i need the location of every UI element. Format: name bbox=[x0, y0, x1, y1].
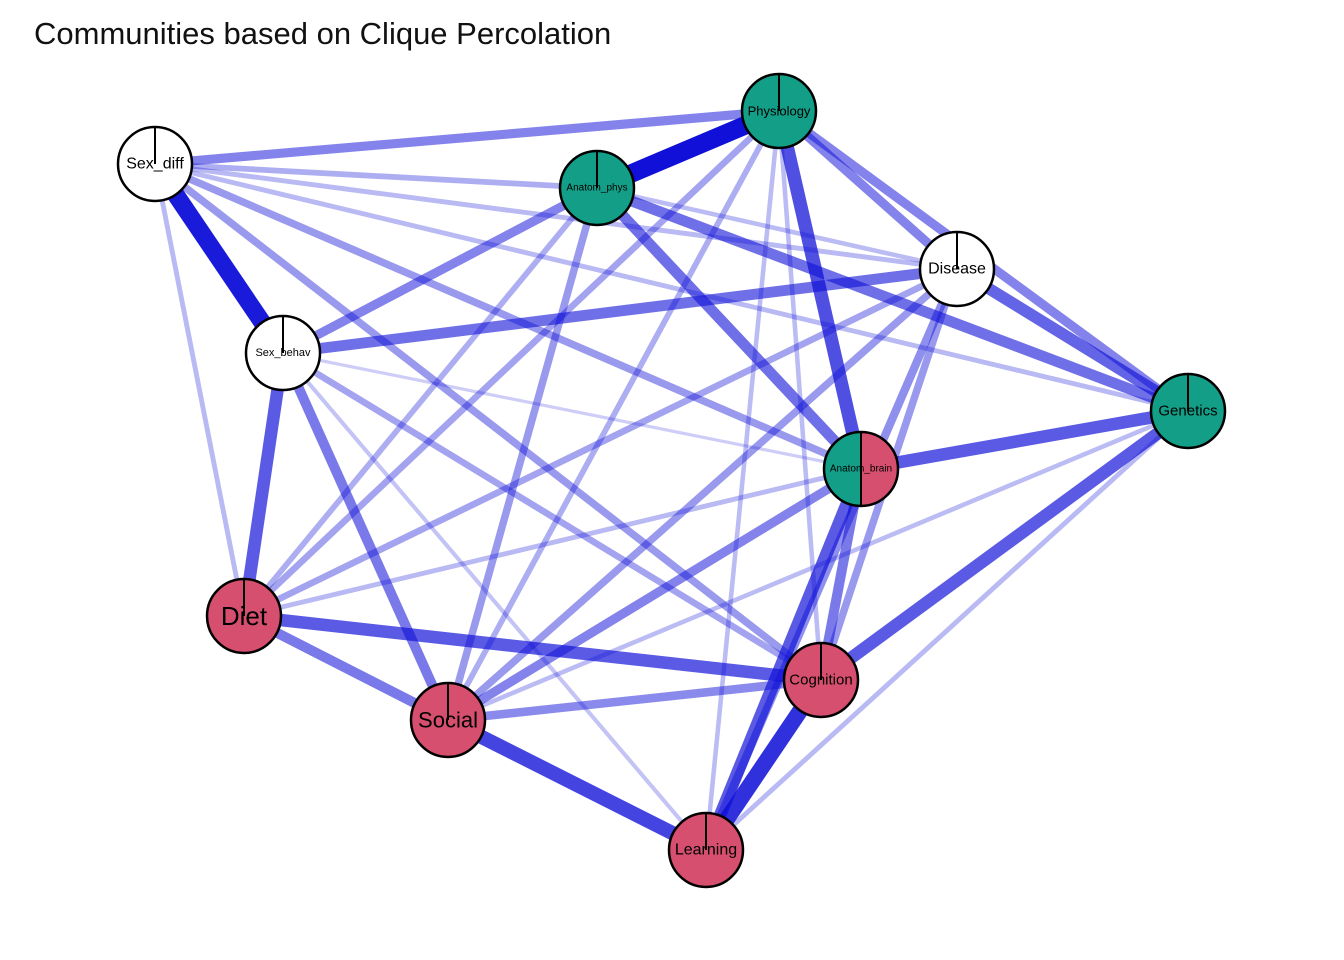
edge-layer bbox=[147, 102, 1192, 857]
node-learning-border bbox=[667, 811, 745, 889]
edge-sex_diff-cognition bbox=[152, 161, 824, 683]
edge-physiology-diet bbox=[241, 108, 782, 619]
node-label-anatom_phys: Anatom_phys bbox=[566, 183, 627, 194]
edge-sex_behav-anatom_brain bbox=[282, 351, 862, 471]
edge-sex_diff-physiology bbox=[154, 106, 780, 169]
edge-sex_diff-anatom_brain bbox=[153, 160, 863, 473]
node-label-anatom_brain: Anatom_brain bbox=[830, 464, 892, 475]
edge-anatom_phys-anatom_brain bbox=[593, 184, 865, 473]
node-label-sex_diff: Sex_diff bbox=[126, 156, 184, 173]
node-anatom_phys: Anatom_phys bbox=[558, 149, 636, 227]
node-anatom_brain-slice-red bbox=[861, 432, 898, 506]
node-label-physiology: Physiology bbox=[748, 104, 811, 119]
node-anatom_phys-border bbox=[558, 149, 636, 227]
edge-sex_diff-diet bbox=[152, 163, 247, 617]
chart-title: Communities based on Clique Percolation bbox=[34, 16, 612, 51]
edge-diet-anatom_brain bbox=[243, 466, 862, 619]
edge-social-cognition bbox=[447, 675, 822, 725]
node-sex_diff-border bbox=[116, 125, 194, 203]
edge-social-anatom_brain bbox=[445, 465, 864, 724]
edge-anatom_phys-genetics bbox=[595, 182, 1190, 417]
edge-anatom_phys-disease bbox=[596, 185, 958, 272]
edge-genetics-learning bbox=[704, 409, 1190, 852]
node-learning: Learning bbox=[667, 811, 745, 889]
edge-sex_behav-learning bbox=[281, 351, 708, 852]
edge-physiology-anatom_brain bbox=[772, 109, 868, 471]
node-disease: Disease bbox=[918, 230, 996, 308]
edge-diet-anatom_phys bbox=[241, 186, 600, 618]
node-sex_behav-border bbox=[244, 314, 322, 392]
edge-genetics-cognition bbox=[817, 405, 1192, 686]
edge-sex_behav-cognition bbox=[281, 350, 823, 683]
node-label-learning: Learning bbox=[675, 842, 737, 859]
node-physiology: Physiology bbox=[740, 72, 818, 150]
edge-sex_diff-disease bbox=[154, 161, 958, 272]
node-sex_diff: Sex_diff bbox=[116, 125, 194, 203]
edge-anatom_phys-social bbox=[444, 186, 601, 722]
node-anatom_brain: Anatom_brain bbox=[822, 430, 900, 508]
node-label-cognition: Cognition bbox=[789, 672, 852, 689]
node-disease-border bbox=[918, 230, 996, 308]
node-label-disease: Disease bbox=[928, 261, 986, 278]
node-layer: PhysiologySex_diffAnatom_physDiseaseSex_… bbox=[116, 72, 1227, 889]
edge-sex_diff-anatom_phys bbox=[154, 161, 598, 191]
node-label-diet: Diet bbox=[221, 601, 268, 631]
node-cognition-border bbox=[782, 641, 860, 719]
node-label-sex_behav: Sex_behav bbox=[255, 347, 311, 359]
node-genetics-border bbox=[1149, 372, 1227, 450]
edge-social-learning bbox=[444, 713, 710, 857]
edge-sex_behav-social bbox=[278, 350, 453, 723]
edge-anatom_brain-genetics bbox=[859, 404, 1190, 476]
edge-physiology-social bbox=[445, 109, 782, 722]
edge-sex_diff-genetics bbox=[154, 161, 1189, 414]
node-anatom_brain-border bbox=[822, 430, 900, 508]
node-label-social: Social bbox=[418, 708, 478, 733]
edge-sex_behav-diet bbox=[237, 352, 290, 617]
edge-physiology-learning bbox=[703, 110, 782, 851]
node-cognition: Cognition bbox=[782, 641, 860, 719]
node-genetics: Genetics bbox=[1149, 372, 1227, 450]
edge-disease-genetics bbox=[953, 264, 1192, 416]
node-anatom_brain-slice-green bbox=[824, 432, 861, 506]
edge-anatom_phys-sex_behav bbox=[280, 183, 600, 358]
edge-anatom_brain-learning bbox=[700, 466, 867, 853]
node-diet-border bbox=[205, 577, 283, 655]
edge-diet-disease bbox=[242, 266, 959, 619]
node-sex_behav: Sex_behav bbox=[244, 314, 322, 392]
node-social-border bbox=[409, 681, 487, 759]
node-social: Social bbox=[409, 681, 487, 759]
node-label-genetics: Genetics bbox=[1158, 403, 1217, 420]
edge-diet-cognition bbox=[243, 609, 822, 687]
node-physiology-border bbox=[740, 72, 818, 150]
node-diet: Diet bbox=[205, 577, 283, 655]
